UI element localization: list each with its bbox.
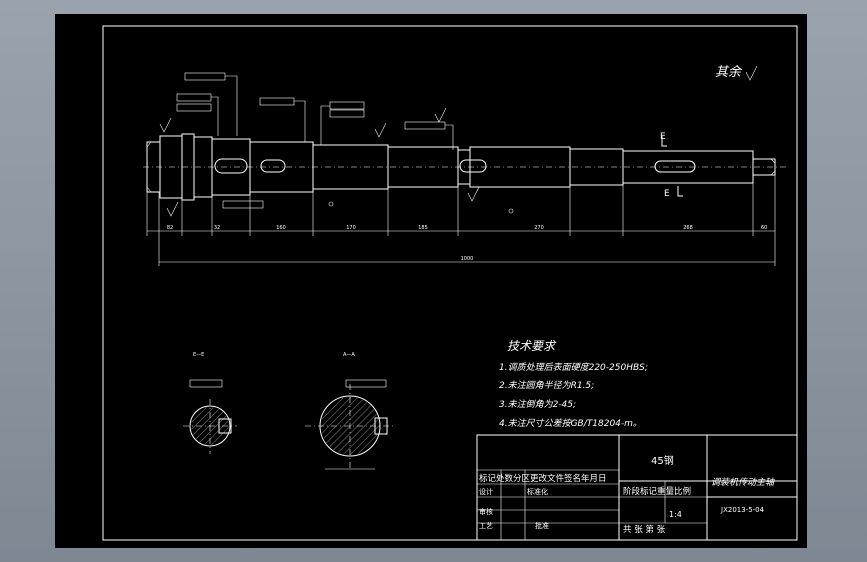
stage-row-text: 阶段标记重量比例 <box>623 486 691 497</box>
approve-text: 批准 <box>535 521 549 530</box>
title-block-texts: 45钢 调装机传动主轴 JX2013-5-04 1:4 标记处数分区更改文件签名… <box>479 454 775 535</box>
dim-text: 160 <box>276 225 286 231</box>
datum-label-e: E <box>660 132 666 142</box>
dim-text: 268 <box>683 225 693 231</box>
shaft-drawing: 82 32 160 170 185 270 268 60 1000 <box>102 25 798 541</box>
header-row-text: 标记处数分区更改文件签名年月日 <box>479 473 607 484</box>
roughness-symbols <box>159 65 758 217</box>
section-markers: E E <box>328 132 683 214</box>
section-label: A—A <box>343 352 355 358</box>
tech-item: 1.调质处理后表面硬度220-250HBS; <box>499 362 648 373</box>
designer-text: 设计 <box>479 487 493 496</box>
keyway-4 <box>654 160 696 173</box>
scale-text: 1:4 <box>669 510 682 519</box>
datum-label-e: E <box>664 189 670 199</box>
total-length-text: 1000 <box>461 256 474 262</box>
technical-requirements: 技术要求 1.调质处理后表面硬度220-250HBS; 2.未注圆角半径为R1.… <box>499 339 648 429</box>
standardize-text: 标准化 <box>527 487 548 496</box>
tech-item: 2.未注圆角半径为R1.5; <box>499 380 594 391</box>
review-text: 审核 <box>479 507 493 516</box>
material-text: 45钢 <box>651 454 674 467</box>
tech-item: 4.未注尺寸公差按GB/T18204-m。 <box>499 418 642 429</box>
geometric-tolerance-frames <box>176 72 454 209</box>
title-block <box>476 434 798 541</box>
keyway-3 <box>459 159 487 173</box>
keyway-2 <box>260 159 286 173</box>
segment-dimension-texts: 82 32 160 170 185 270 268 60 1000 <box>167 225 767 262</box>
drawing-number-text: JX2013-5-04 <box>720 506 765 514</box>
part-name-text: 调装机传动主轴 <box>711 477 775 488</box>
sheets-row-text: 共 张 第 张 <box>623 524 666 535</box>
roughness-note: 其余 <box>715 64 743 80</box>
tech-title: 技术要求 <box>507 339 557 353</box>
keyway-1 <box>214 158 248 174</box>
dim-text: 270 <box>534 225 544 231</box>
dim-text: 82 <box>167 225 173 231</box>
dimension-lines <box>146 175 776 266</box>
drawing-border <box>102 25 798 541</box>
dim-text: 60 <box>761 225 767 231</box>
drawing-sheet: 82 32 160 170 185 270 268 60 1000 <box>55 14 807 548</box>
dim-text: 185 <box>418 225 428 231</box>
dim-text: 170 <box>346 225 356 231</box>
shaft-main-view <box>143 133 787 201</box>
section-label: E—E <box>193 352 204 358</box>
process-text: 工艺 <box>479 522 493 530</box>
tech-item: 3.未注倒角为2-45; <box>499 399 576 410</box>
dim-text: 32 <box>214 225 220 231</box>
